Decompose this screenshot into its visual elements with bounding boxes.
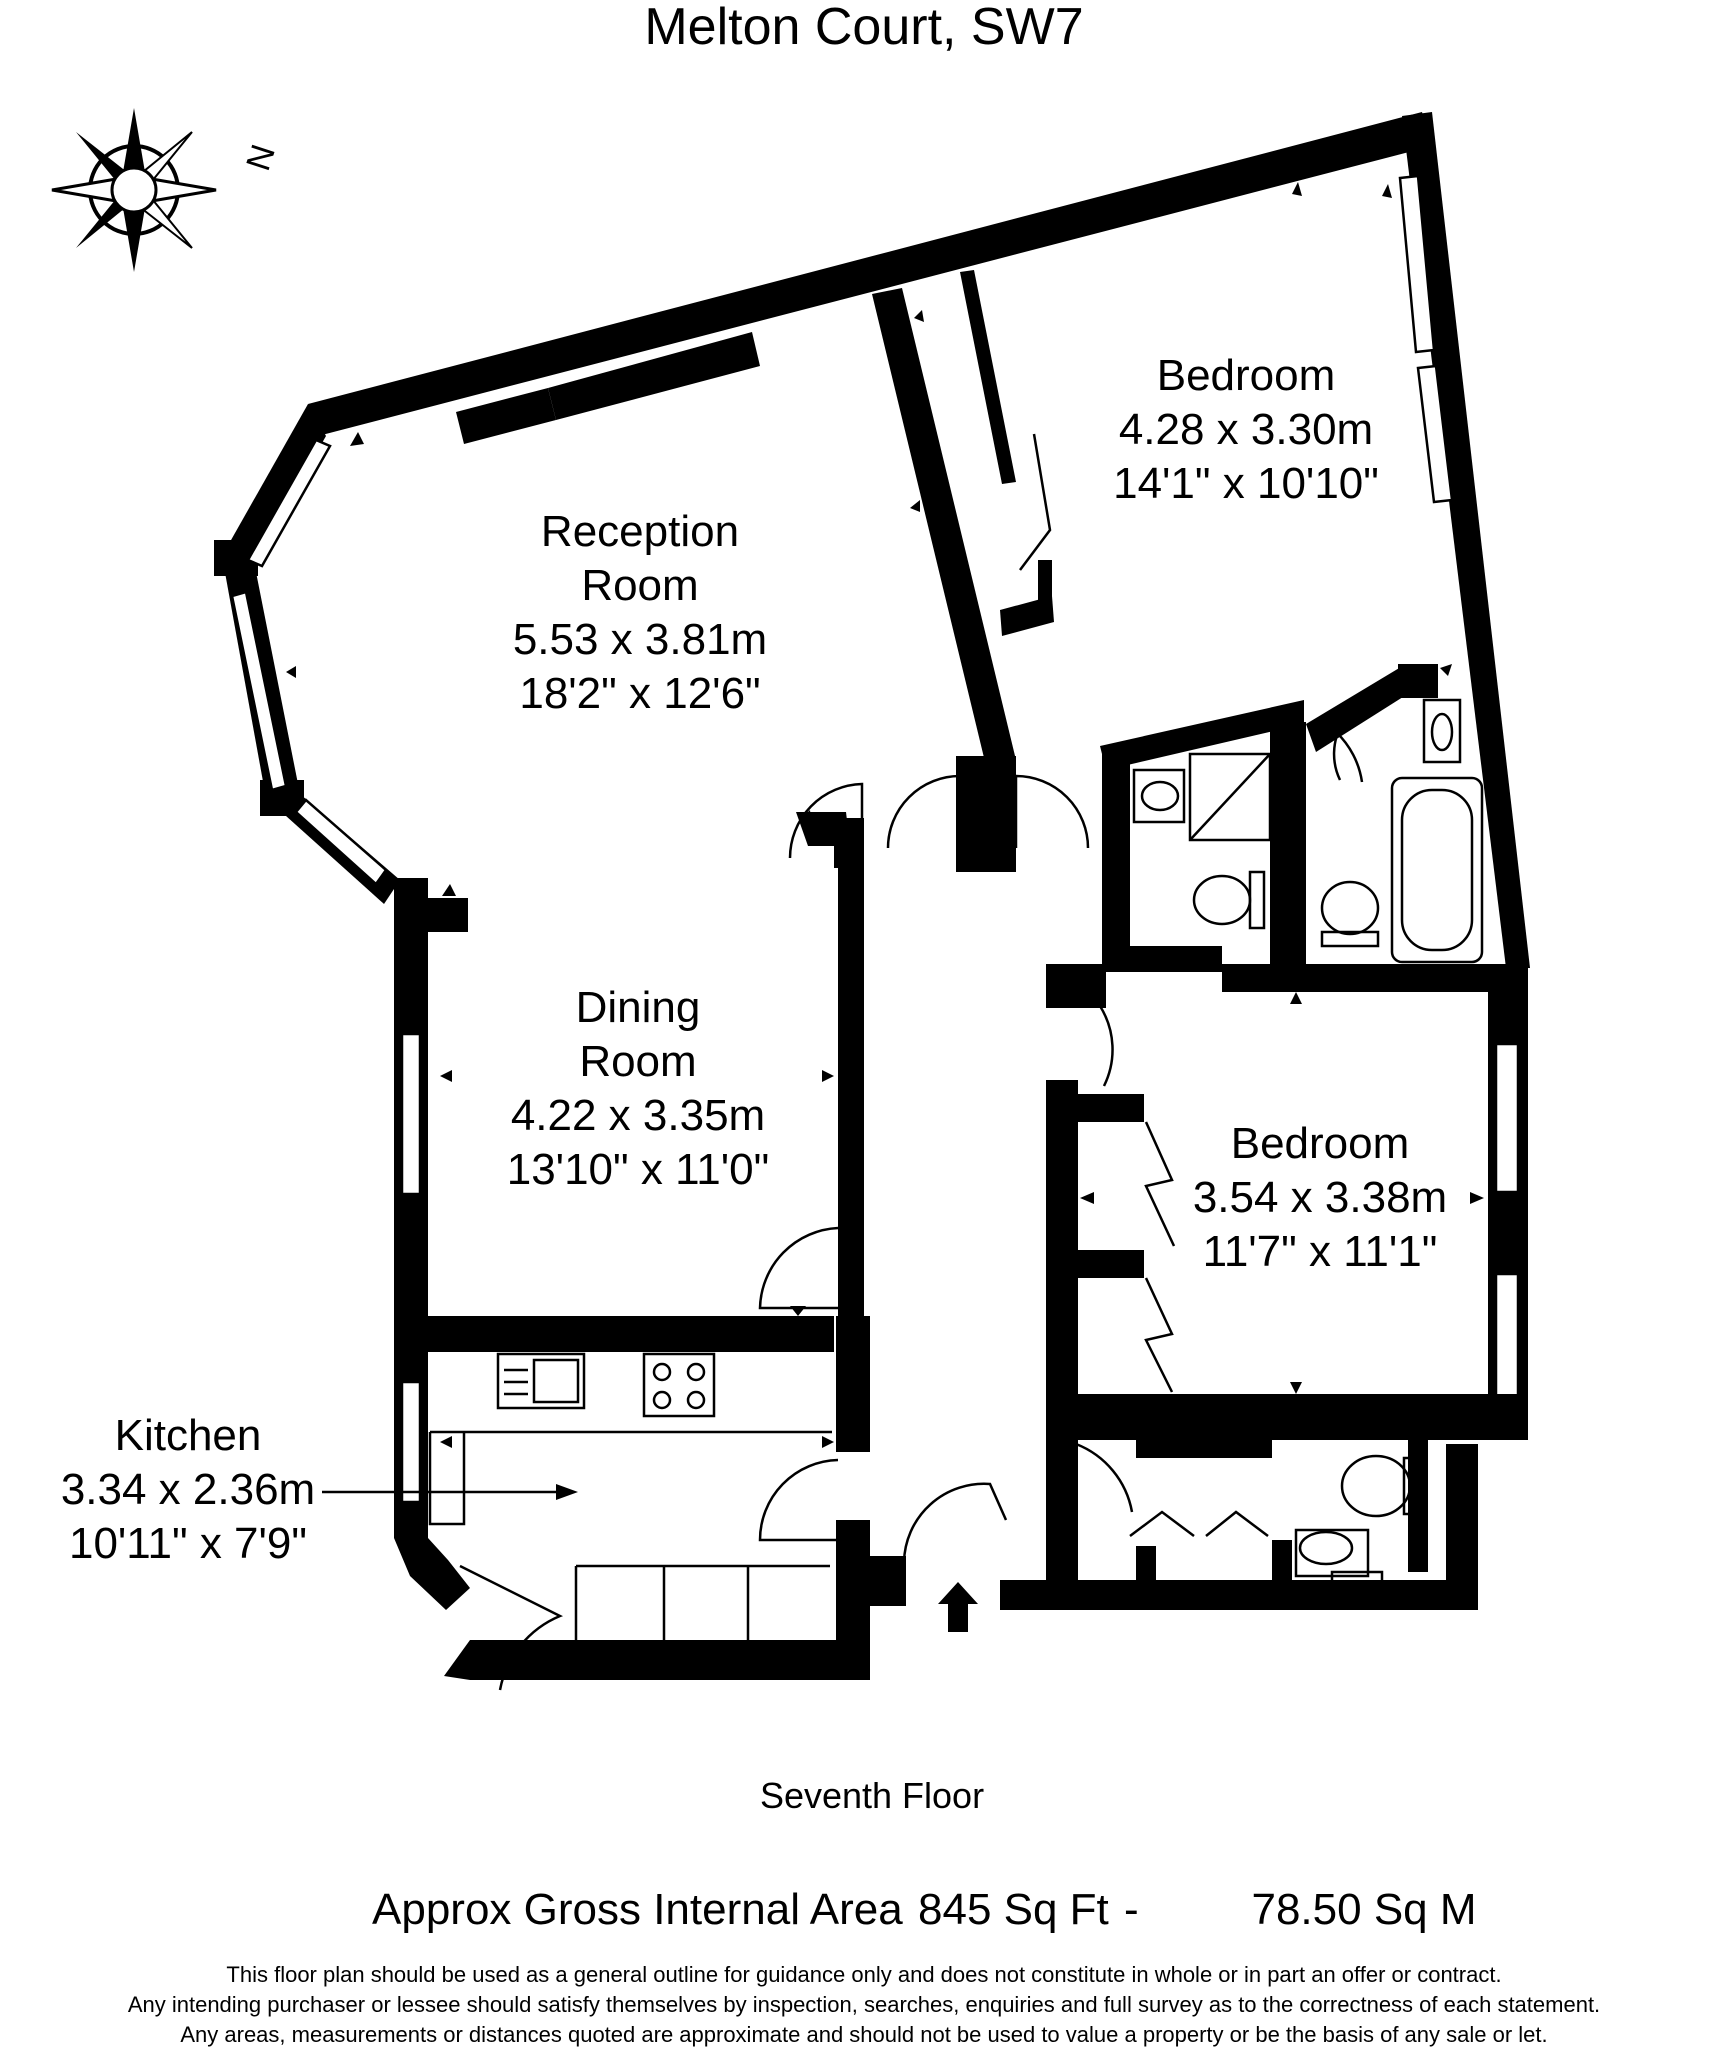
chimney-breasts [456,332,760,444]
svg-text:Dining: Dining [576,983,701,1032]
svg-text:10'11" x 7'9": 10'11" x 7'9" [69,1519,307,1568]
door-swings [459,692,1397,1691]
toilet-icon-2 [1320,880,1380,936]
windows [230,174,1520,1504]
hob-icon [642,1352,716,1418]
room-label-reception: Reception Room 5.53 x 3.81m 18'2" x 12'6… [513,507,767,718]
svg-text:78.50 Sq M: 78.50 Sq M [1251,1885,1476,1934]
svg-text:5.53 x 3.81m: 5.53 x 3.81m [513,615,767,664]
bathroom-fixtures [1320,698,1484,964]
interior-walls [428,270,1528,1610]
svg-text:Reception: Reception [541,507,739,556]
svg-text:Any intending purchaser or les: Any intending purchaser or lessee should… [128,1992,1600,2017]
svg-text:-: - [1124,1885,1139,1934]
room-label-bedroom-1: Bedroom 4.28 x 3.30m 14'1" x 10'10" [1113,351,1379,508]
svg-text:11'7" x 11'1": 11'7" x 11'1" [1203,1227,1438,1276]
svg-text:Approx Gross Internal Area: Approx Gross Internal Area [372,1885,903,1934]
room-label-bedroom-2: Bedroom 3.54 x 3.38m 11'7" x 11'1" [1193,1119,1447,1276]
basin-icon [1132,768,1186,824]
svg-text:3.54 x 3.38m: 3.54 x 3.38m [1193,1173,1447,1222]
wc-fixtures [1294,1454,1420,1602]
svg-text:14'1" x 10'10": 14'1" x 10'10" [1113,459,1379,508]
svg-text:Kitchen: Kitchen [115,1411,262,1460]
dimension-markers [286,182,1484,1456]
compass-rose-icon [51,108,217,272]
svg-text:Bedroom: Bedroom [1231,1119,1410,1168]
svg-text:Any areas, measurements or dis: Any areas, measurements or distances quo… [180,2022,1547,2047]
kitchen-pointer-arrow [322,1484,578,1500]
svg-text:3.34 x 2.36m: 3.34 x 2.36m [61,1465,315,1514]
svg-text:This floor plan should be used: This floor plan should be used as a gene… [226,1962,1501,1987]
disclaimer: This floor plan should be used as a gene… [128,1962,1600,2047]
svg-text:Room: Room [581,561,698,610]
entrance-arrow-icon [938,1582,978,1632]
basin-icon-2 [1422,698,1462,764]
svg-text:4.28 x 3.30m: 4.28 x 3.30m [1119,405,1373,454]
svg-text:Room: Room [579,1037,696,1086]
room-label-kitchen: Kitchen 3.34 x 2.36m 10'11" x 7'9" [61,1411,315,1568]
bath-icon [1390,776,1484,964]
svg-text:4.22 x 3.35m: 4.22 x 3.35m [511,1091,765,1140]
toilet-icon-3 [1340,1454,1412,1518]
shower-tray-icon [1188,752,1272,842]
svg-text:18'2" x 12'6": 18'2" x 12'6" [519,669,760,718]
kitchen-sink-icon [496,1352,586,1410]
toilet-icon [1192,874,1252,926]
compass-north-label: N [239,140,283,175]
room-label-dining: Dining Room 4.22 x 3.35m 13'10" x 11'0" [507,983,770,1194]
gross-internal-area: Approx Gross Internal Area 845 Sq Ft - 7… [372,1885,1477,1934]
svg-text:845 Sq Ft: 845 Sq Ft [918,1885,1109,1934]
kitchen-fixtures [428,1430,832,1640]
ensuite-fixtures [1132,752,1272,930]
wardrobe-doors [1019,433,1269,1537]
plan-title: Melton Court, SW7 [644,0,1083,56]
svg-text:Bedroom: Bedroom [1157,351,1336,400]
floor-label: Seventh Floor [760,1775,984,1816]
svg-text:13'10" x 11'0": 13'10" x 11'0" [507,1145,770,1194]
